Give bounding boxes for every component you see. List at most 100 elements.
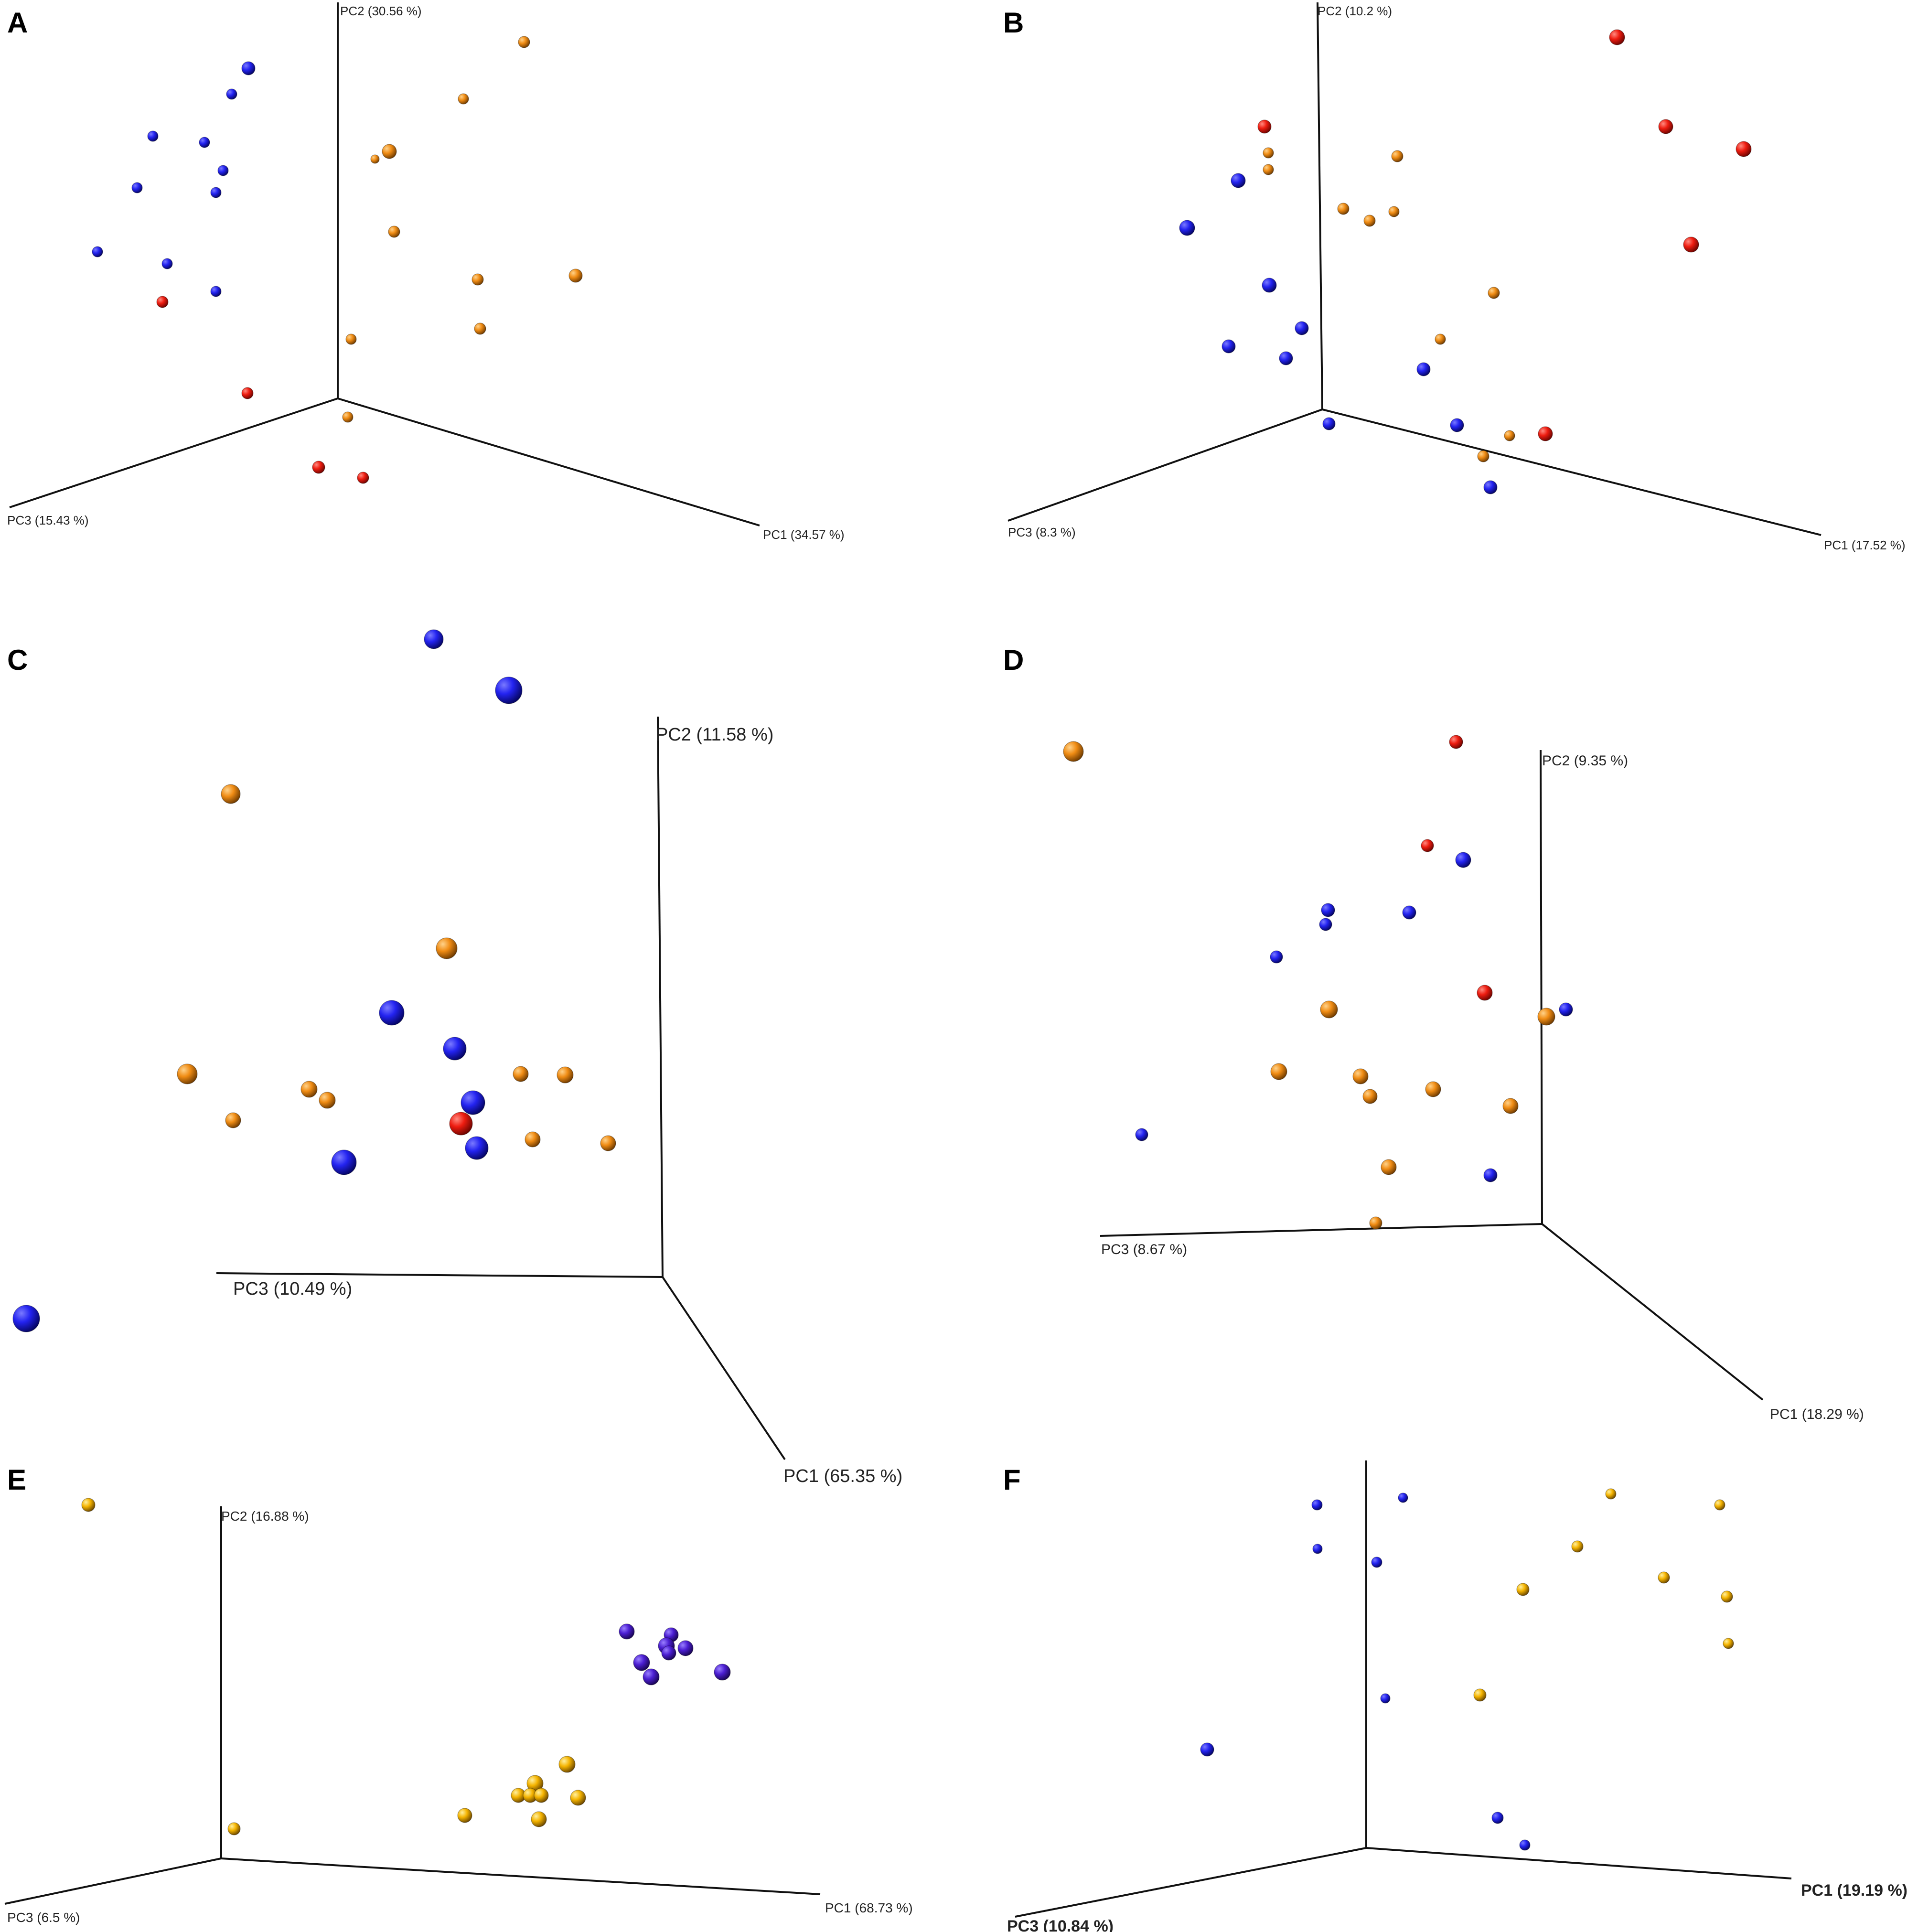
- panel-f-label: F: [1003, 1464, 1021, 1496]
- panel-f-blue-point-2: [1398, 1492, 1408, 1503]
- panel-d-blue-point-6: [1559, 1002, 1573, 1017]
- panel-c-pc1-label: PC1 (65.35 %): [783, 1466, 902, 1486]
- panel-c-orange-point-10: [600, 1135, 616, 1151]
- panel-c-pc3-label: PC3 (10.49 %): [233, 1279, 352, 1299]
- panel-d-red-point-1: [1449, 735, 1463, 749]
- panel-e-purple-point-1: [619, 1623, 635, 1640]
- panel-c-orange-point-1: [221, 784, 241, 804]
- panel-d-orange-point-4: [1270, 1063, 1287, 1080]
- panel-d-orange-point-6: [1362, 1089, 1378, 1104]
- panel-b-axis-pc1: [1322, 408, 1822, 536]
- panel-d: D PC2 (9.35 %) PC3 (8.67 %) PC1 (18.29 %…: [1003, 644, 1864, 1422]
- panel-d-blue-point-4: [1402, 905, 1416, 920]
- panel-d-blue-point-7: [1135, 1128, 1148, 1141]
- panel-a-orange-point-1: [518, 36, 530, 48]
- panel-e-gold-point-7: [570, 1790, 586, 1806]
- panel-e-axis-pc1: [221, 1857, 821, 1895]
- panel-f: F PC3 (10.84 %) PC1 (19.19 %): [1003, 1460, 1907, 1932]
- panel-d-orange-point-2: [1320, 1000, 1338, 1019]
- panel-c-orange-point-8: [225, 1112, 241, 1128]
- panel-d-orange-point-9: [1381, 1159, 1397, 1175]
- panel-d-red-point-3: [1477, 985, 1493, 1001]
- panel-f-axis-pc3: [1015, 1847, 1367, 1918]
- panel-b-pc2-label: PC2 (10.2 %): [1318, 4, 1392, 18]
- panel-d-blue-point-3: [1319, 918, 1332, 931]
- panel-d-red-point-2: [1421, 839, 1434, 852]
- panel-b-blue-point-2: [1179, 220, 1195, 236]
- panel-b-pc1-label: PC1 (17.52 %): [1824, 538, 1906, 552]
- panel-b-blue-point-3: [1262, 278, 1277, 293]
- panel-e-gold-point-9: [531, 1811, 547, 1827]
- panel-a-orange-point-2: [458, 93, 469, 105]
- panel-a-orange-point-10: [342, 411, 354, 423]
- panel-e-purple-point-8: [714, 1664, 731, 1681]
- panel-b-orange-point-3: [1391, 150, 1404, 162]
- panel-f-blue-point-3: [1312, 1544, 1323, 1554]
- panel-c-orange-point-9: [525, 1131, 541, 1148]
- panel-d-orange-point-1: [1063, 741, 1084, 762]
- panel-c-red-point-1: [449, 1112, 473, 1136]
- panel-b-blue-point-8: [1322, 417, 1336, 430]
- panel-b-orange-point-5: [1363, 215, 1376, 227]
- panel-a-label: A: [7, 7, 28, 39]
- panel-d-axis-pc1: [1541, 1223, 1764, 1401]
- panel-e-axes: [4, 1506, 821, 1905]
- panel-c: C PC2 (11.58 %) PC3 (10.49 %) PC1 (65.35…: [7, 629, 902, 1486]
- panel-b-orange-point-8: [1435, 333, 1446, 345]
- panel-c-blue-point-4: [443, 1037, 467, 1061]
- panel-a-blue-point-5: [217, 165, 229, 176]
- panel-c-orange-point-4: [300, 1081, 318, 1098]
- panel-a-orange-point-5: [388, 225, 400, 238]
- panel-f-blue-point-4: [1371, 1556, 1382, 1568]
- panel-e-points: [81, 1498, 731, 1835]
- panel-d-axis-pc3: [1100, 1223, 1543, 1237]
- panel-b-orange-point-1: [1263, 147, 1274, 159]
- panel-b-orange-point-6: [1388, 206, 1400, 217]
- panel-b-orange-point-9: [1504, 430, 1515, 441]
- panel-b-axes: [1007, 2, 1822, 536]
- panel-d-label: D: [1003, 644, 1024, 676]
- panel-c-blue-point-3: [379, 1000, 405, 1026]
- panel-c-blue-point-6: [465, 1136, 489, 1160]
- panel-b-red-point-6: [1538, 426, 1553, 441]
- panel-a-pc3-label: PC3 (15.43 %): [7, 513, 89, 527]
- panel-b-pc3-label: PC3 (8.3 %): [1008, 525, 1076, 539]
- panel-f-gold-point-1: [1605, 1488, 1617, 1500]
- panel-e-pc3-label: PC3 (6.5 %): [7, 1910, 80, 1925]
- panel-e-gold-point-10: [227, 1822, 241, 1835]
- panel-a-blue-point-3: [147, 130, 159, 142]
- panel-c-blue-point-8: [12, 1305, 40, 1332]
- panel-e-purple-point-5: [661, 1645, 676, 1661]
- panel-b-red-point-4: [1736, 141, 1752, 157]
- panel-d-orange-point-10: [1369, 1216, 1382, 1230]
- panel-b-orange-point-7: [1488, 287, 1500, 299]
- panel-a-orange-point-7: [471, 273, 484, 286]
- panel-a-orange-point-9: [345, 333, 357, 345]
- panel-e-gold-point-1: [81, 1498, 96, 1512]
- panel-f-gold-point-7: [1723, 1638, 1734, 1649]
- panel-a-blue-point-4: [199, 137, 210, 148]
- panel-d-orange-point-8: [1502, 1098, 1519, 1114]
- panel-a-red-point-1: [156, 296, 169, 308]
- panel-c-orange-point-3: [177, 1063, 198, 1084]
- panel-f-axes: [1015, 1460, 1792, 1918]
- panel-a-orange-point-8: [474, 322, 486, 335]
- panel-f-pc3-label: PC3 (10.84 %): [1007, 1917, 1114, 1932]
- panel-b-blue-point-6: [1279, 351, 1293, 365]
- panel-a-axis-pc3: [9, 397, 338, 508]
- panel-a-red-point-2: [241, 387, 254, 399]
- panel-b-blue-point-5: [1222, 339, 1236, 354]
- panel-b-blue-point-10: [1483, 480, 1498, 494]
- panel-d-blue-point-8: [1483, 1168, 1498, 1182]
- panel-a-orange-point-4: [370, 154, 380, 164]
- panel-a-red-point-3: [312, 461, 325, 474]
- panel-e-pc1-label: PC1 (68.73 %): [825, 1900, 913, 1915]
- panel-a-red-point-4: [357, 472, 369, 484]
- panel-b-blue-point-4: [1295, 321, 1309, 335]
- panel-a-blue-point-1: [241, 61, 256, 75]
- panel-a-axis-pc1: [337, 397, 760, 526]
- panel-d-blue-point-1: [1455, 852, 1471, 868]
- panel-d-axes: [1100, 750, 1764, 1401]
- panel-b-orange-point-4: [1337, 203, 1350, 215]
- panel-e: E PC2 (16.88 %) PC3 (6.5 %) PC1 (68.73 %…: [4, 1464, 913, 1925]
